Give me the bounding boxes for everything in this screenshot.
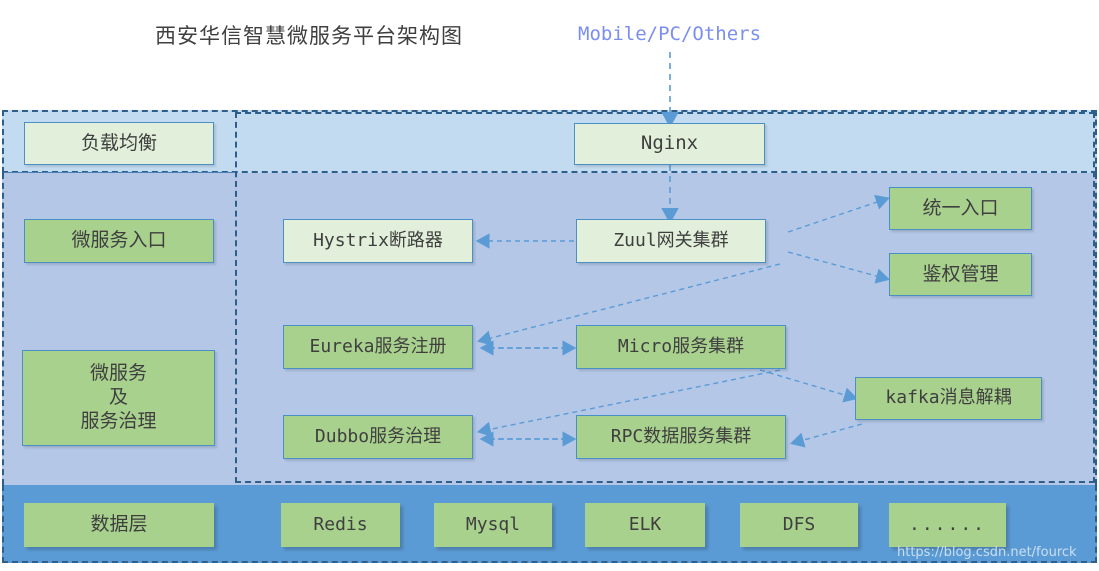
node-rpc-data-cluster[interactable]: RPC数据服务集群 xyxy=(576,415,786,459)
node-elk[interactable]: ELK xyxy=(585,503,705,547)
node-zuul-gateway[interactable]: Zuul网关集群 xyxy=(576,219,766,263)
diagram-title: 西安华信智慧微服务平台架构图 xyxy=(155,24,463,48)
node-kafka-decoupling[interactable]: kafka消息解耦 xyxy=(855,377,1042,420)
layer-label-data: 数据层 xyxy=(24,503,214,547)
node-dfs[interactable]: DFS xyxy=(740,503,858,547)
node-nginx[interactable]: Nginx xyxy=(574,123,765,165)
layer-label-microservice-entry: 微服务入口 xyxy=(24,219,214,263)
client-entry-label: Mobile/PC/Others xyxy=(578,23,762,45)
node-hystrix[interactable]: Hystrix断路器 xyxy=(283,219,473,263)
node-mysql[interactable]: Mysql xyxy=(434,503,552,547)
watermark: https://blog.csdn.net/fourck xyxy=(897,545,1077,560)
node-eureka-registry[interactable]: Eureka服务注册 xyxy=(283,325,473,369)
node-auth-management[interactable]: 鉴权管理 xyxy=(889,253,1032,296)
layer-label-load-balance: 负载均衡 xyxy=(24,122,214,165)
band-divider xyxy=(4,172,235,173)
node-redis[interactable]: Redis xyxy=(281,503,400,547)
governance-line-1: 微服务 xyxy=(89,362,147,385)
layer-label-microservice-governance: 微服务 及 服务治理 xyxy=(22,350,215,446)
governance-line-2: 及 xyxy=(108,386,128,409)
node-micro-service-cluster[interactable]: Micro服务集群 xyxy=(576,325,786,369)
node-dubbo-governance[interactable]: Dubbo服务治理 xyxy=(283,415,473,459)
governance-line-3: 服务治理 xyxy=(80,409,157,432)
node-unified-entry[interactable]: 统一入口 xyxy=(889,187,1032,230)
node-more[interactable]: ...... xyxy=(889,503,1006,547)
